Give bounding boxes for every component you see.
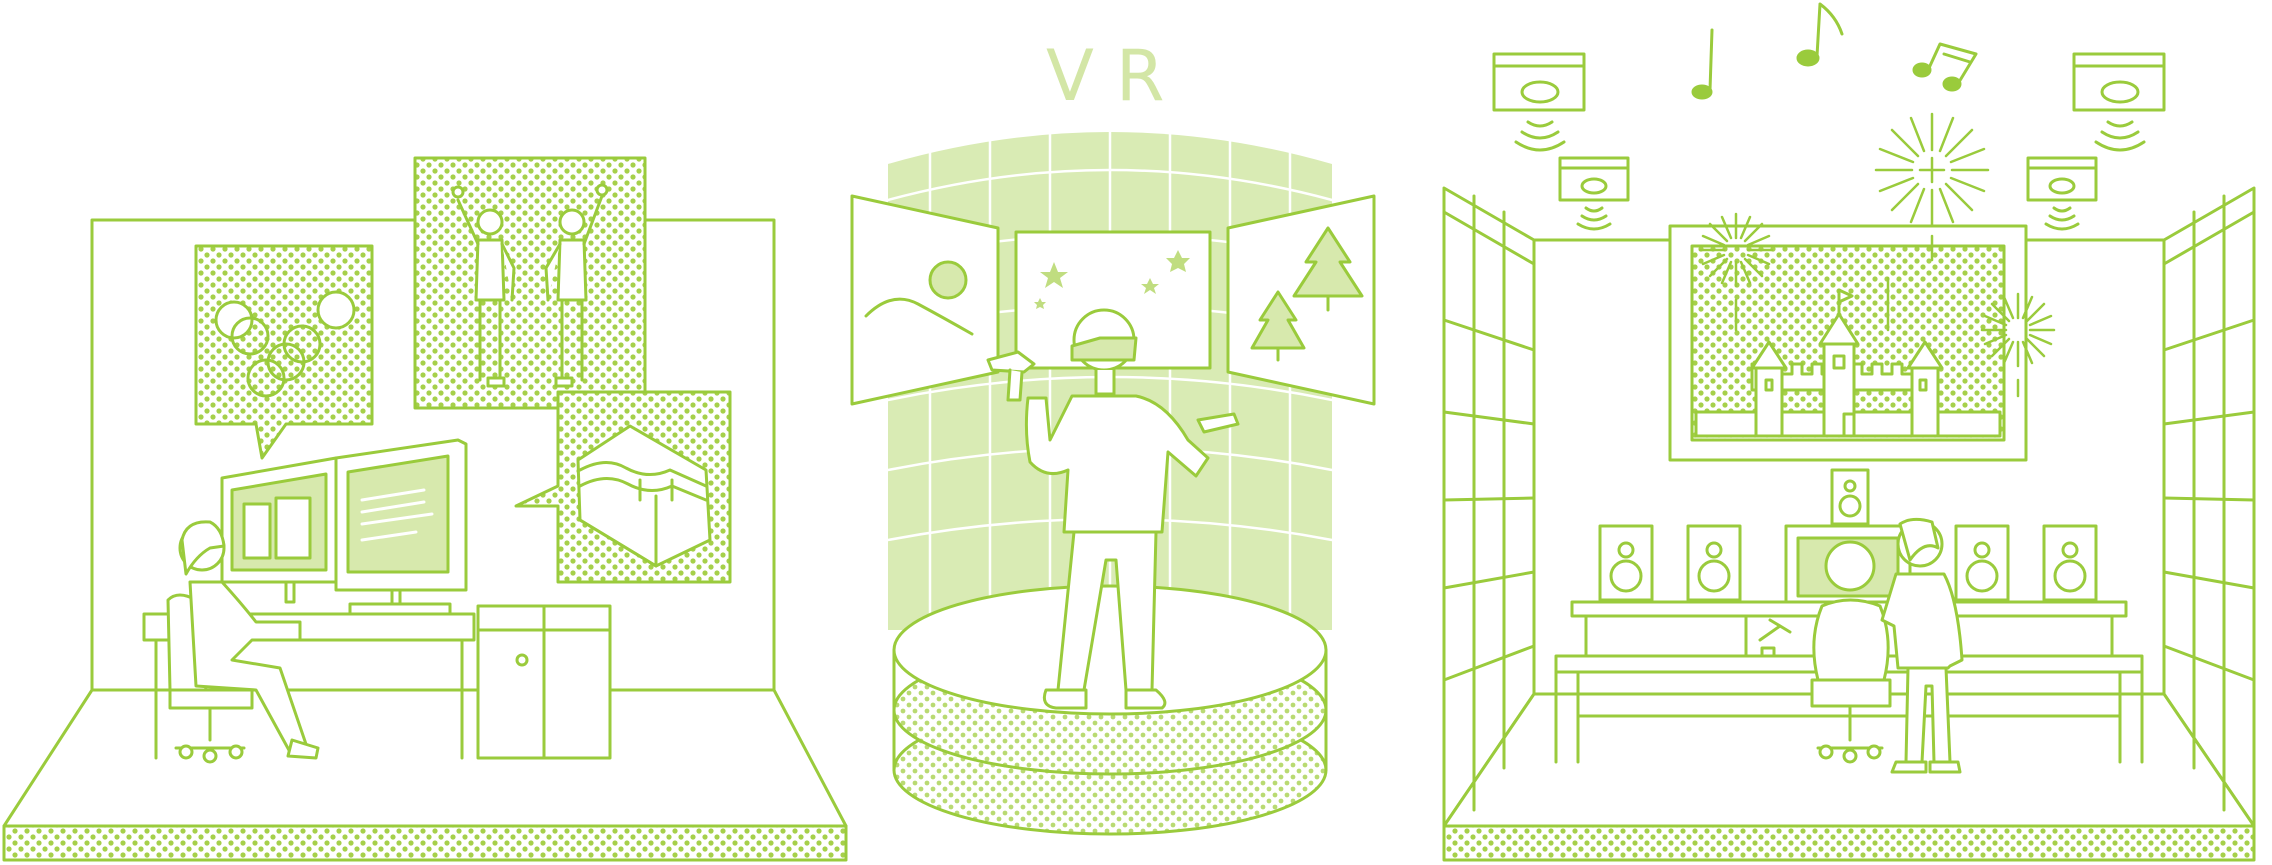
vr-title: VR — [1046, 35, 1187, 117]
dual-monitor-icon — [220, 438, 468, 616]
vr-person-icon — [1024, 308, 1210, 710]
person-seated-icon — [178, 520, 320, 760]
sound-studio-scene — [1442, 2, 2256, 862]
speaker-icon — [1830, 468, 1870, 526]
person-standing-icon — [1880, 517, 1964, 774]
speaker-icon — [2042, 524, 2098, 602]
thought-bubble-icon — [194, 244, 374, 460]
speaker-icon — [2026, 156, 2098, 231]
speaker-icon — [1598, 524, 1654, 602]
speaker-icon — [1558, 156, 1630, 231]
music-note-icon — [1691, 2, 1978, 100]
speaker-icon — [1954, 524, 2010, 602]
castle-icon — [1694, 288, 2002, 438]
person-seated-back-icon — [1810, 540, 1892, 764]
workstation-scene — [2, 156, 848, 862]
speaker-icon — [1492, 52, 1586, 152]
people-cheering-icon — [413, 156, 647, 410]
tree-icon — [1250, 226, 1364, 362]
office-chair-icon — [166, 593, 254, 764]
vr-scene: VR — [850, 35, 1376, 836]
motion-controller-icon — [986, 350, 1240, 434]
firework-icon — [1698, 112, 2056, 398]
pc-tower-icon — [476, 604, 612, 760]
speaker-icon — [1686, 524, 1742, 602]
terrain-block-icon — [514, 390, 732, 584]
speaker-icon — [2072, 52, 2166, 152]
platform-icon — [892, 584, 1328, 836]
